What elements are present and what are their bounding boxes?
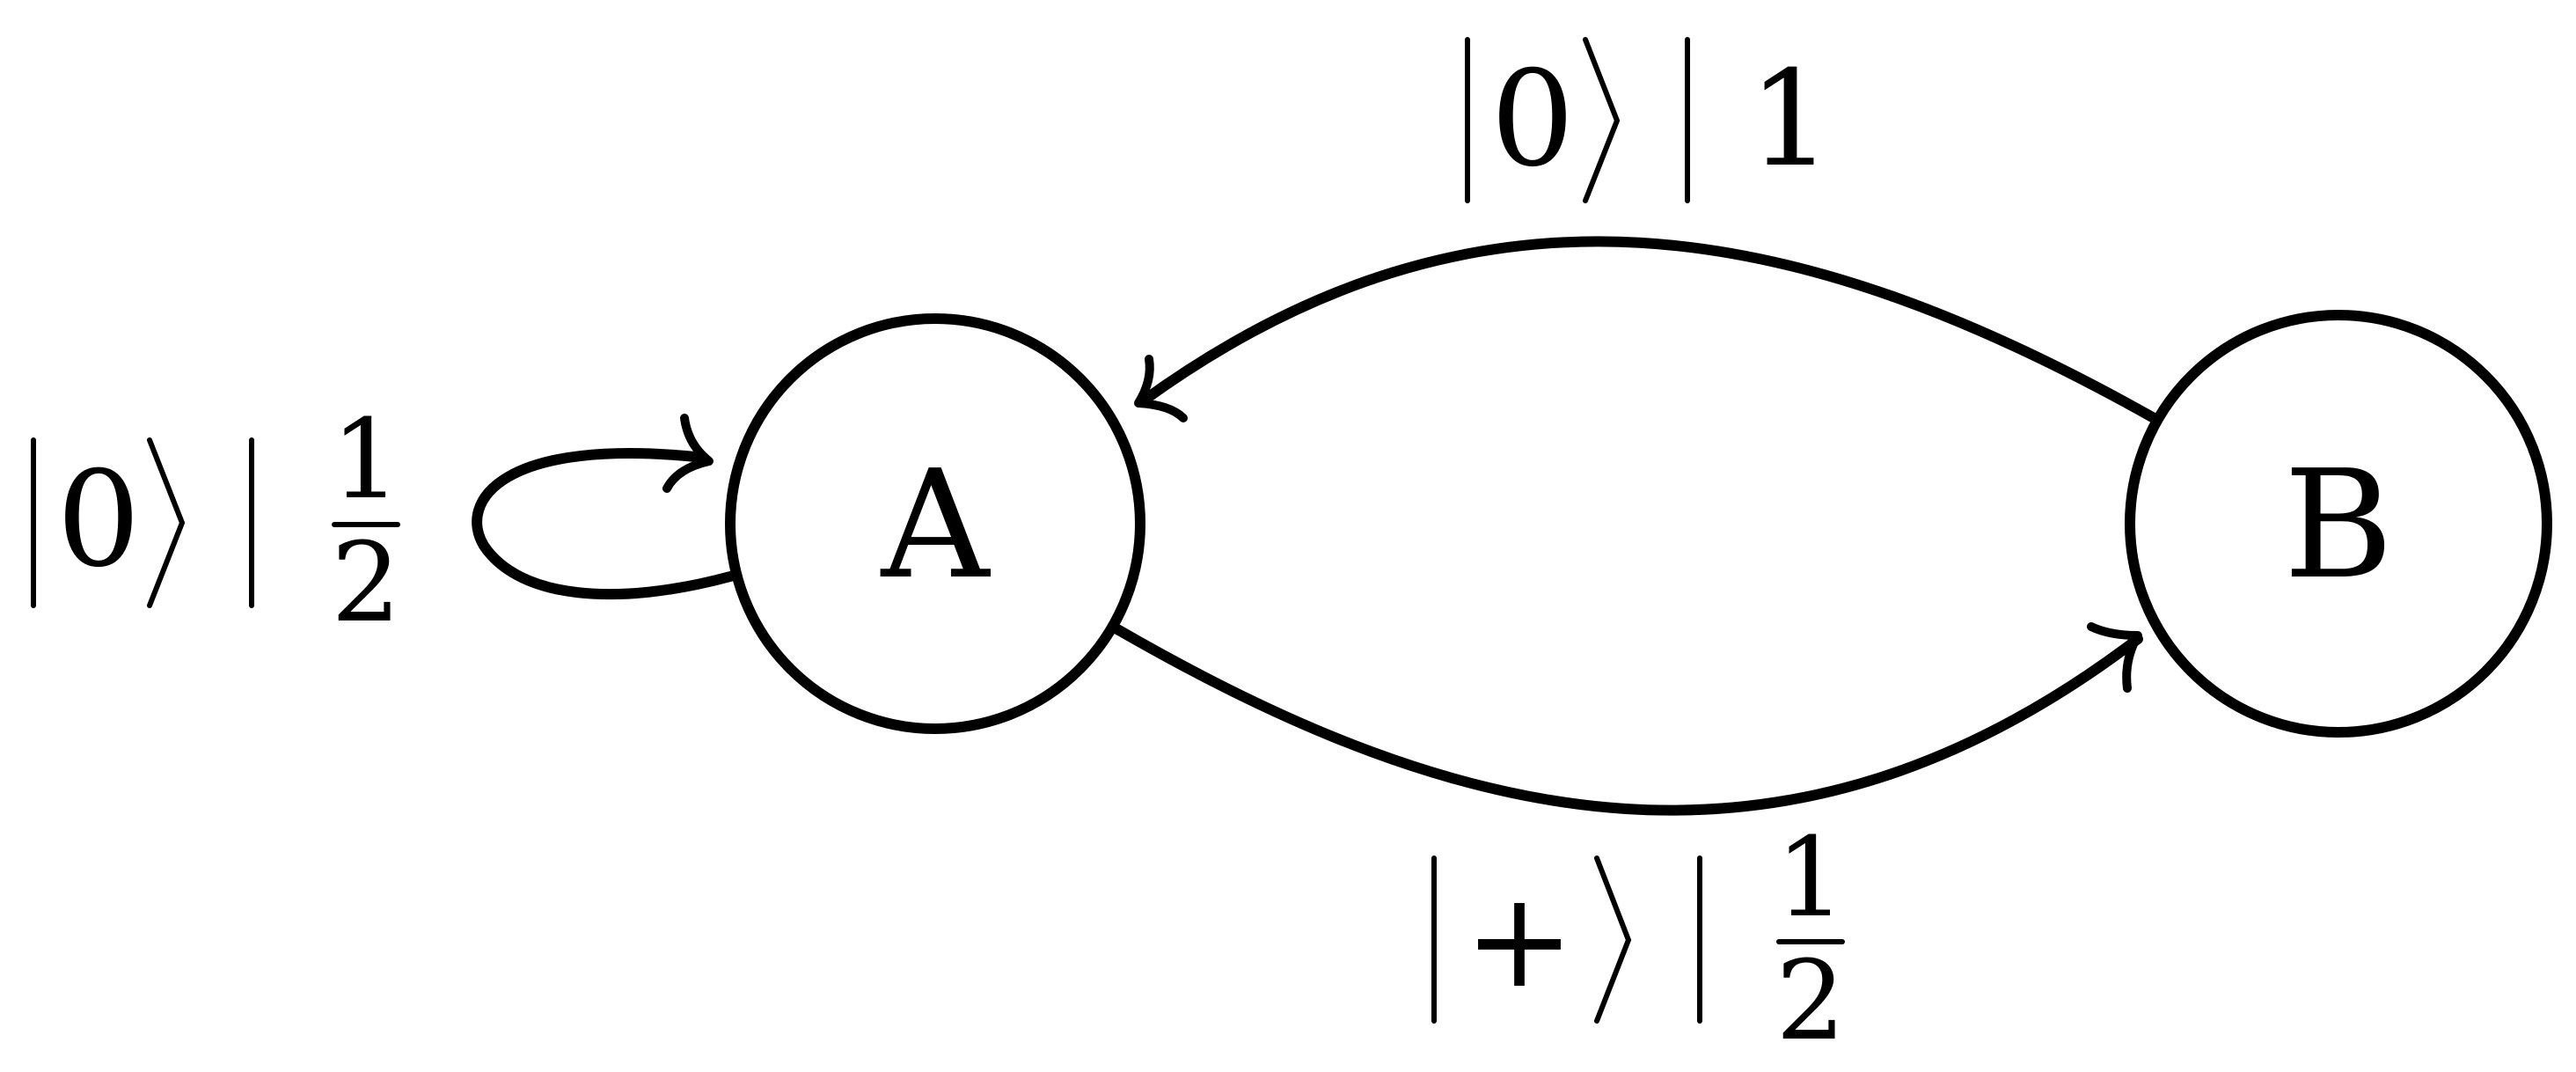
b-to-a-arrowhead [1134, 355, 1188, 422]
self-loop-a-path [472, 448, 735, 600]
node-a-label: A [881, 438, 992, 613]
a-to-b-arrowhead [2087, 622, 2142, 693]
node-b: B [2125, 310, 2552, 738]
edge-label-self-loop-a: 0 1 2 [31, 396, 401, 647]
ket-state: 0 [1490, 43, 1574, 196]
node-b-label: B [2284, 438, 2394, 613]
weight-numerator: 1 [1775, 814, 1846, 942]
edge-label-b-to-a: 0 1 [1465, 37, 1833, 203]
weight-denominator: 2 [331, 519, 401, 647]
node-a: A [725, 313, 1145, 734]
node-a-circle [725, 313, 1145, 734]
ket-state: + [1464, 864, 1575, 1017]
edge-label-a-to-b: + 1 2 [1431, 814, 1846, 1065]
ket-state: 0 [56, 444, 140, 597]
a-to-b-path [1112, 624, 2143, 816]
node-b-circle [2125, 310, 2552, 738]
b-to-a-path [1138, 236, 2161, 424]
ket-right-angle [147, 437, 186, 608]
self-loop-a-arrowhead [662, 414, 714, 493]
ket-right-angle [1594, 855, 1632, 1024]
ket-right-angle [1583, 37, 1621, 203]
edge-a-to-b [1112, 622, 2143, 816]
weight-numerator: 1 [331, 396, 401, 524]
edge-b-to-a [1134, 236, 2161, 424]
edge-self-loop-a [472, 414, 735, 600]
weight-value: 1 [1748, 43, 1832, 196]
weight-denominator: 2 [1775, 937, 1846, 1065]
